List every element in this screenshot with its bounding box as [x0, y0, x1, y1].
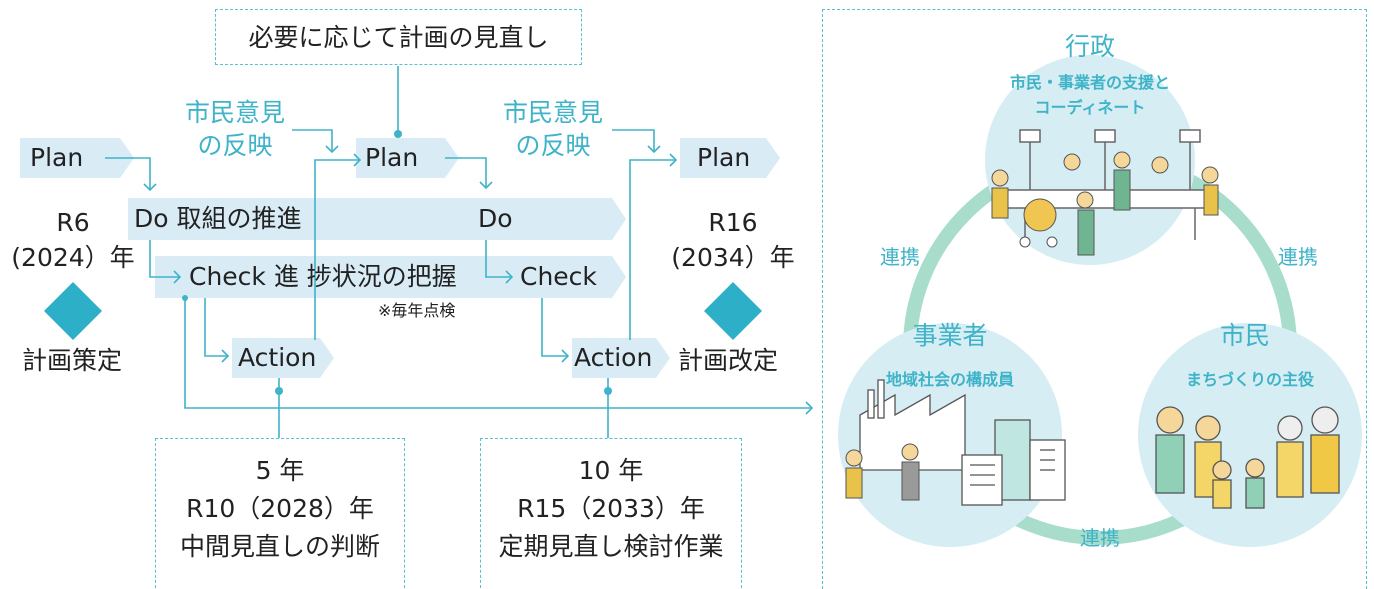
do-band — [128, 198, 626, 240]
plan-arrow-end — [680, 138, 780, 178]
action1-label: Action — [238, 343, 317, 372]
check-band — [155, 256, 626, 298]
action-arrow-2 — [572, 338, 670, 378]
cit-title: 市民 — [1219, 321, 1270, 350]
gov-title: 行政 — [1064, 32, 1115, 61]
ten-year-line3: 定期見直し検討作業 — [498, 532, 724, 561]
check-note: ※毎年点検 — [378, 301, 456, 320]
plan-arrow-start — [20, 138, 134, 178]
start-year: R6 — [56, 208, 90, 237]
biz-sub: 地域社会の構成員 — [885, 370, 1014, 389]
gov-sub-1: 市民・事業者の支援と — [1009, 73, 1170, 92]
biz-people — [845, 443, 920, 501]
review-box-text: 必要に応じて計画の見直し — [248, 23, 549, 52]
feedback1-line2: の反映 — [197, 131, 273, 160]
gov-sub-2: コーディネート — [1034, 98, 1146, 117]
plan-start-label: Plan — [30, 143, 84, 172]
ten-year-line2: R15（2033）年 — [517, 494, 705, 523]
link-bottom-label: 連携 — [1080, 526, 1120, 550]
feedback2-line2: の反映 — [515, 131, 591, 160]
link-right-label: 連携 — [1278, 245, 1318, 269]
action-arrow-1 — [232, 338, 334, 378]
cit-illustration — [1155, 406, 1340, 509]
plan-end-label: Plan — [697, 143, 751, 172]
do-label: Do 取組の推進 — [134, 204, 302, 233]
do-label-2: Do — [478, 204, 513, 233]
action2-label: Action — [574, 343, 653, 372]
diagram-graphics — [20, 55, 1362, 547]
feedback1-line1: 市民意見 — [184, 98, 285, 127]
check-label: Check 進 捗状況の把握 — [189, 262, 457, 291]
biz-illustration — [859, 379, 1066, 506]
gov-people — [991, 151, 1219, 256]
ten-year-box — [480, 438, 742, 588]
cit-circle — [1138, 323, 1362, 547]
end-year: R16 — [708, 208, 758, 237]
plan-mid-label: Plan — [365, 143, 419, 172]
five-year-line3: 中間見直しの判断 — [179, 532, 380, 561]
feedback2-line1: 市民意見 — [502, 98, 603, 127]
five-year-line2: R10（2028）年 — [186, 494, 374, 523]
end-caption: 計画改定 — [678, 346, 779, 375]
cit-sub: まちづくりの主役 — [1185, 370, 1314, 389]
start-diamond — [44, 282, 102, 340]
end-year2: (2034）年 — [671, 243, 795, 272]
check-label-2: Check — [520, 262, 597, 291]
ten-year-line1: 10 年 — [578, 456, 644, 485]
five-year-line1: 5 年 — [255, 456, 305, 485]
five-year-box — [155, 438, 405, 588]
review-box — [215, 9, 582, 65]
link-left-label: 連携 — [880, 245, 920, 269]
stakeholder-panel — [822, 9, 1367, 589]
start-caption: 計画策定 — [22, 346, 123, 375]
end-diamond — [704, 282, 762, 340]
start-year2: (2024）年 — [11, 243, 135, 272]
plan-arrow-mid — [356, 138, 459, 178]
biz-title: 事業者 — [912, 321, 988, 350]
